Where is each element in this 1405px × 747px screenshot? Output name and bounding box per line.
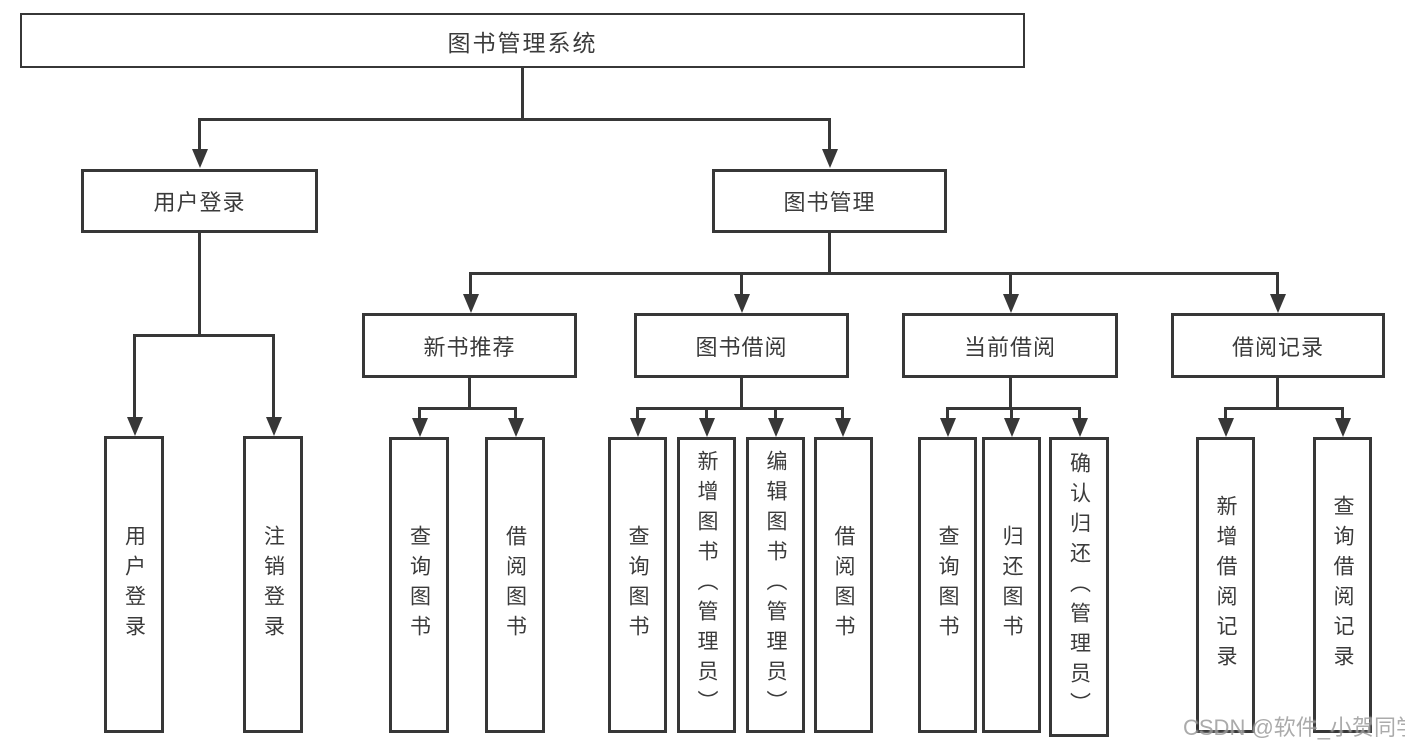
csdn-watermark: CSDN @软件_小贺同学 bbox=[1183, 715, 1405, 740]
node-book-management-label: 图书管理 bbox=[783, 190, 876, 215]
arrowhead-icon bbox=[698, 418, 715, 437]
node-library-system-label: 图书管理系统 bbox=[447, 29, 598, 56]
connector-bookmgmt-stub bbox=[828, 231, 831, 275]
connector-to-login-leaf bbox=[133, 334, 136, 419]
node-library-system: 图书管理系统 bbox=[20, 13, 1025, 68]
node-query-books-recommend-label: 查询图书 bbox=[407, 525, 431, 645]
connector-leaf bbox=[418, 407, 421, 420]
connector-leaf bbox=[1224, 407, 1227, 420]
node-query-books-current: 查询图书 bbox=[918, 437, 977, 733]
node-user-login-leaf: 用户登录 bbox=[104, 436, 164, 733]
node-borrowing-records-label: 借阅记录 bbox=[1231, 334, 1324, 360]
connector-leaf bbox=[1010, 407, 1013, 420]
node-user-login: 用户登录 bbox=[81, 169, 318, 233]
connector-to-records bbox=[1276, 272, 1279, 296]
arrowhead-icon bbox=[126, 417, 143, 436]
node-confirm-return-admin-label: 确认归还（管理员） bbox=[1067, 452, 1091, 722]
connector-userlogin-hbar bbox=[133, 334, 274, 337]
arrowhead-icon bbox=[1217, 418, 1234, 437]
node-logout-leaf: 注销登录 bbox=[243, 436, 303, 733]
connector-recommend-stub bbox=[468, 376, 471, 409]
connector-leaf bbox=[841, 407, 844, 420]
node-borrowing-records: 借阅记录 bbox=[1171, 313, 1385, 378]
connector-leaf bbox=[1078, 407, 1081, 420]
node-edit-book-admin: 编辑图书（管理员） bbox=[746, 437, 805, 733]
node-logout-leaf-label: 注销登录 bbox=[261, 524, 285, 645]
connector-leaf bbox=[946, 407, 949, 420]
node-edit-book-admin-label: 编辑图书（管理员） bbox=[764, 450, 787, 720]
node-book-borrowing: 图书借阅 bbox=[634, 313, 849, 378]
node-add-book-admin: 新增图书（管理员） bbox=[677, 437, 736, 733]
connector-to-recommend bbox=[469, 272, 472, 296]
connector-root-to-userlogin bbox=[198, 118, 201, 151]
arrowhead-icon bbox=[821, 149, 838, 168]
node-query-borrow-record-label: 查询借阅记录 bbox=[1331, 495, 1354, 675]
node-add-borrow-record-label: 新增借阅记录 bbox=[1214, 495, 1237, 675]
connector-borrow-stub bbox=[740, 376, 743, 409]
connector-leaf bbox=[1341, 407, 1344, 420]
node-add-book-admin-label: 新增图书（管理员） bbox=[695, 450, 718, 720]
node-user-login-leaf-label: 用户登录 bbox=[122, 524, 146, 645]
connector-to-current bbox=[1009, 272, 1012, 296]
arrowhead-icon bbox=[1003, 418, 1020, 437]
node-new-book-recommend-label: 新书推荐 bbox=[423, 334, 516, 360]
node-query-books-borrow-label: 查询图书 bbox=[626, 525, 649, 645]
node-new-book-recommend: 新书推荐 bbox=[362, 313, 577, 378]
node-return-books: 归还图书 bbox=[982, 437, 1041, 733]
node-query-books-current-label: 查询图书 bbox=[936, 525, 959, 645]
connector-records-stub bbox=[1276, 376, 1279, 409]
node-return-books-label: 归还图书 bbox=[1000, 525, 1023, 645]
arrowhead-icon bbox=[834, 418, 851, 437]
arrowhead-icon bbox=[1002, 294, 1019, 313]
connector-records-hbar bbox=[1224, 407, 1344, 410]
connector-current-stub bbox=[1009, 376, 1012, 409]
connector-leaf bbox=[774, 407, 777, 420]
arrowhead-icon bbox=[939, 418, 956, 437]
connector-leaf bbox=[705, 407, 708, 420]
arrowhead-icon bbox=[462, 294, 479, 313]
connector-borrow-hbar bbox=[636, 407, 844, 410]
node-current-borrowing: 当前借阅 bbox=[902, 313, 1118, 378]
arrowhead-icon bbox=[507, 418, 524, 437]
node-borrow-books-recommend-label: 借阅图书 bbox=[503, 525, 527, 645]
node-current-borrowing-label: 当前借阅 bbox=[963, 334, 1056, 360]
connector-root-to-bookmgmt bbox=[828, 118, 831, 151]
connector-to-borrow bbox=[740, 272, 743, 296]
node-add-borrow-record: 新增借阅记录 bbox=[1196, 437, 1255, 733]
connector-root-hbar bbox=[198, 118, 831, 121]
arrowhead-icon bbox=[265, 417, 282, 436]
node-query-borrow-record: 查询借阅记录 bbox=[1313, 437, 1372, 733]
node-user-login-label: 用户登录 bbox=[153, 190, 246, 215]
connector-recommend-hbar bbox=[418, 407, 516, 410]
connector-bookmgmt-hbar bbox=[469, 272, 1279, 275]
node-confirm-return-admin: 确认归还（管理员） bbox=[1049, 437, 1109, 737]
connector-to-logout-leaf bbox=[272, 334, 275, 419]
connector-leaf bbox=[636, 407, 639, 420]
arrowhead-icon bbox=[629, 418, 646, 437]
arrowhead-icon bbox=[1334, 418, 1351, 437]
node-book-borrowing-label: 图书借阅 bbox=[695, 334, 788, 360]
node-query-books-recommend: 查询图书 bbox=[389, 437, 449, 733]
connector-current-hbar bbox=[946, 407, 1080, 410]
node-query-books-borrow: 查询图书 bbox=[608, 437, 667, 733]
arrowhead-icon bbox=[191, 149, 208, 168]
arrowhead-icon bbox=[1071, 418, 1088, 437]
arrowhead-icon bbox=[1269, 294, 1286, 313]
node-book-management: 图书管理 bbox=[712, 169, 947, 233]
arrowhead-icon bbox=[767, 418, 784, 437]
arrowhead-icon bbox=[733, 294, 750, 313]
node-borrow-books-recommend: 借阅图书 bbox=[485, 437, 545, 733]
node-borrow-books-borrow: 借阅图书 bbox=[814, 437, 873, 733]
arrowhead-icon bbox=[411, 418, 428, 437]
connector-userlogin-stub bbox=[198, 231, 201, 336]
node-borrow-books-borrow-label: 借阅图书 bbox=[832, 525, 855, 645]
connector-root-stub bbox=[521, 66, 524, 121]
connector-leaf bbox=[514, 407, 517, 420]
